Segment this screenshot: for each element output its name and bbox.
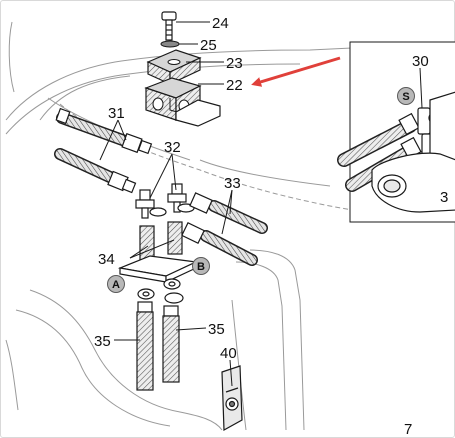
label-3-partial: 3	[440, 189, 448, 206]
label-32: 32	[164, 139, 181, 156]
bolt-24	[161, 11, 177, 41]
label-22: 22	[226, 77, 243, 94]
label-35-right: 35	[208, 321, 225, 338]
label-35-left: 35	[94, 333, 111, 350]
leader-lines	[99, 21, 423, 387]
hose-31-lower	[54, 148, 137, 194]
label-7-partial: 7	[404, 421, 412, 438]
hose-35-left	[136, 301, 154, 391]
label-24: 24	[212, 15, 229, 32]
label-33: 33	[224, 175, 241, 192]
label-40: 40	[220, 345, 237, 362]
inset-hose-upper	[337, 119, 417, 167]
badge-a-label: A	[112, 279, 120, 291]
hose-33-upper	[189, 192, 268, 234]
highlight-arrow	[251, 56, 341, 87]
badge-a: A	[107, 275, 125, 293]
hose-35-right	[162, 305, 180, 383]
badge-b: B	[192, 257, 210, 275]
hose-33-lower	[181, 221, 258, 266]
label-23: 23	[226, 55, 243, 72]
label-30: 30	[412, 53, 429, 70]
mount-base	[175, 99, 221, 127]
part-40	[221, 365, 243, 432]
badge-s: S	[397, 87, 415, 105]
hose-31-upper	[55, 107, 153, 155]
badge-s-label: S	[402, 91, 409, 103]
label-25: 25	[200, 37, 217, 54]
fittings-32	[135, 183, 195, 219]
inset-box	[337, 41, 455, 223]
badge-b-label: B	[197, 261, 205, 273]
label-31: 31	[108, 105, 125, 122]
label-34: 34	[98, 251, 115, 268]
washer-25	[160, 40, 180, 48]
inset-motor-block	[371, 91, 455, 213]
nuts	[137, 278, 184, 304]
